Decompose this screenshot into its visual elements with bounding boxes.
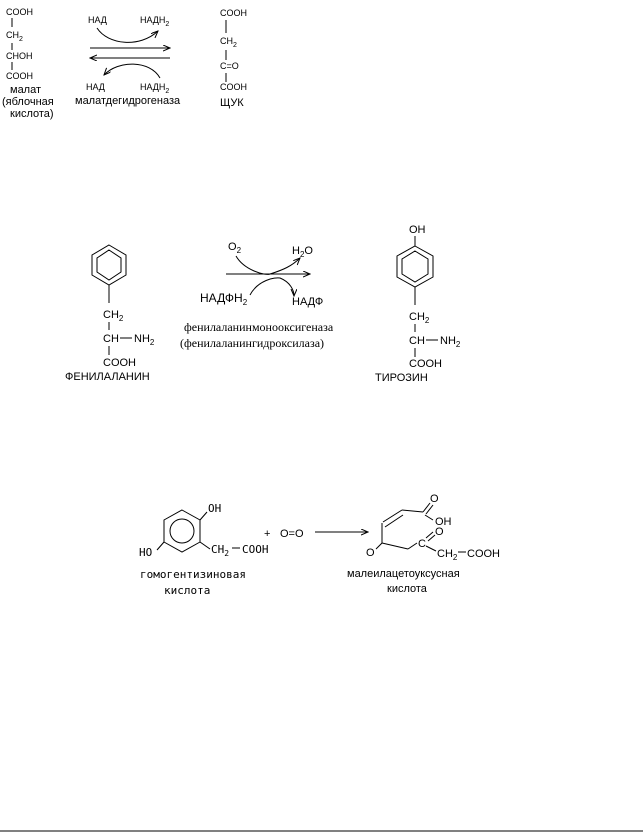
phe-ch: CH <box>103 333 119 345</box>
malate-name-line2: (яблочная <box>2 96 54 108</box>
reaction1-arrows: НАД НАДН2 НАД НАДН2 малатдегидрогеназа <box>75 15 181 107</box>
bond <box>382 509 403 523</box>
o2-curve <box>235 255 271 275</box>
nadh2-to-nad-curved-arrow <box>104 63 161 79</box>
benzene-inner-ring <box>96 249 122 281</box>
maa-cooh: COOH <box>467 548 500 560</box>
bond <box>156 541 165 551</box>
homogentisic-acid-structure: OH HO CH2 COOH гомогентизиновая кислота <box>139 502 269 597</box>
h2o-curved-arrow <box>269 258 300 275</box>
phe-hydroxylase-label: (фенилаланингидроксилаза) <box>180 336 324 350</box>
h2o-label: H2O <box>292 245 313 259</box>
malate-name-line3: кислота) <box>10 108 54 120</box>
o2-label: O2 <box>228 241 242 255</box>
oaa-cooh-bottom: COOH <box>220 82 247 92</box>
reaction3-reagents: + O=O <box>264 528 368 540</box>
bond <box>401 509 424 513</box>
nadp-label: НАДФ <box>292 296 323 308</box>
bond <box>425 531 434 539</box>
maa-c: C <box>418 538 426 550</box>
oaa-ch2: CH2 <box>220 36 237 49</box>
tyrosine-structure: OH CH2 CH NH2 COOH ТИРОЗИН <box>375 224 461 384</box>
malate-name: малат <box>10 84 41 96</box>
phe-cooh: COOH <box>103 357 136 369</box>
oxaloacetate-structure: COOH CH2 C=O COOH ЩУК <box>220 8 247 109</box>
maa-name: малеилацетоуксусная <box>347 568 460 580</box>
bond <box>424 514 434 521</box>
phenol-inner-ring <box>401 250 429 283</box>
nad-bottom-label: НАД <box>86 82 105 92</box>
bond <box>407 542 418 550</box>
phe-ch2: CH2 <box>103 309 124 323</box>
phe-monooxygenase-label: фенилаланинмонооксигеназа <box>184 320 334 334</box>
hga-ring <box>163 509 201 553</box>
hga-ho-left: HO <box>139 546 152 559</box>
bond <box>425 545 437 552</box>
double-bond <box>427 534 436 542</box>
phenylalanine-structure: CH2 CH NH2 COOH ФЕНИЛАЛАНИН <box>65 244 155 383</box>
plus-sign: + <box>264 528 270 540</box>
bond <box>422 502 431 513</box>
phenylalanine-name: ФЕНИЛАЛАНИН <box>65 371 150 383</box>
maa-o-ketone: O <box>435 526 444 538</box>
nadh2-top-label: НАДН2 <box>140 15 169 28</box>
malate-structure: COOH CH2 CHOH COOH малат (яблочная кисло… <box>2 7 54 120</box>
oaa-cooh-top: COOH <box>220 8 247 18</box>
malate-cooh-bottom: COOH <box>6 71 33 81</box>
maa-o-top: O <box>430 493 439 505</box>
maa-side-chain: CH2 <box>437 548 458 562</box>
hga-name: гомогентизиновая <box>140 568 246 581</box>
bond <box>381 542 409 550</box>
nadph-curved-arrow <box>249 277 294 296</box>
hga-side-chain: CH2 <box>211 543 229 558</box>
tyr-ch2: CH2 <box>409 311 430 325</box>
bond <box>199 541 211 550</box>
bond <box>199 511 208 521</box>
tyr-nh2: NH2 <box>440 335 461 349</box>
hga-name-line2: кислота <box>164 584 210 597</box>
phe-nh2: NH2 <box>134 333 155 347</box>
malate-choh: CHOH <box>6 51 33 61</box>
maleylacetoacetate-structure: O OH O C O CH2 COOH малеилацетоуксусная … <box>347 493 500 595</box>
malate-ch2: CH2 <box>6 30 23 43</box>
tyr-ch: CH <box>409 335 425 347</box>
maa-oh: OH <box>435 516 452 528</box>
oxygen-molecule: O=O <box>280 528 304 540</box>
hga-aromatic-circle <box>169 518 195 544</box>
double-bond <box>384 514 404 528</box>
maa-name-line2: кислота <box>387 583 428 595</box>
malate-dehydrogenase-label: малатдегидрогеназа <box>75 95 181 107</box>
bond <box>375 542 383 550</box>
reaction2-arrows: O2 H2O НАДФН2 НАДФ фенилаланинмонооксиге… <box>180 241 334 350</box>
hga-cooh: COOH <box>242 543 269 556</box>
tyr-oh: OH <box>409 224 426 236</box>
hga-oh-top: OH <box>208 502 221 515</box>
malate-cooh-top: COOH <box>6 7 33 17</box>
double-bond <box>425 504 434 515</box>
oaa-name: ЩУК <box>220 97 244 109</box>
nad-to-nadh2-curved-arrow <box>96 27 158 43</box>
nadh2-bottom-label: НАДН2 <box>140 82 169 95</box>
nad-top-label: НАД <box>88 15 107 25</box>
tyrosine-name: ТИРОЗИН <box>375 372 428 384</box>
tyr-cooh: COOH <box>409 358 442 370</box>
nadph2-label: НАДФН2 <box>200 291 248 307</box>
maa-o-left: O <box>366 547 375 559</box>
oaa-carbonyl: C=O <box>220 61 239 71</box>
